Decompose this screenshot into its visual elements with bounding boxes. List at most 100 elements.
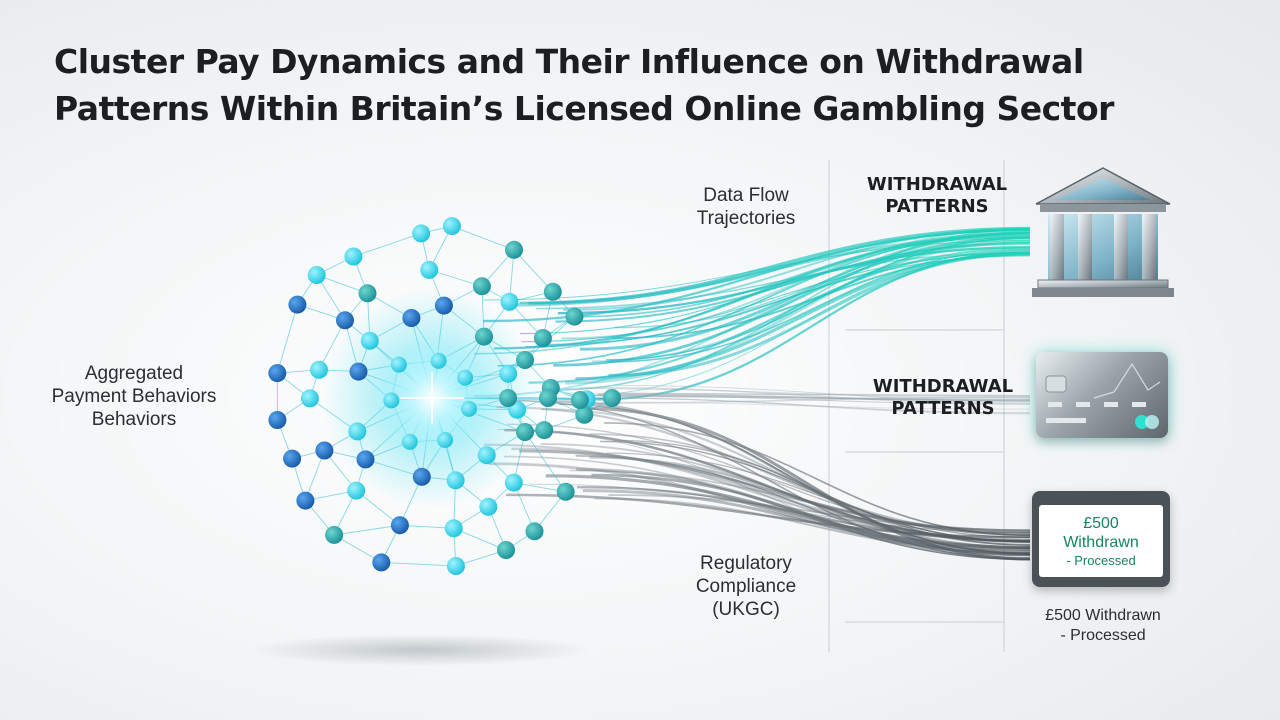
network-node: [497, 541, 515, 559]
network-node: [539, 389, 557, 407]
flow-trajectory: [592, 241, 1031, 363]
network-node: [505, 240, 523, 259]
network-nodes: [268, 217, 621, 575]
network-node: [525, 522, 544, 541]
network-node: [575, 405, 594, 424]
network-node: [533, 329, 552, 347]
network-node: [268, 411, 287, 429]
network-node: [499, 389, 517, 407]
network-node: [516, 351, 534, 369]
flow-trajectory: [591, 397, 1031, 415]
flow-trajectory: [483, 240, 1031, 301]
screen-amount: £500: [1083, 515, 1119, 532]
network-node: [268, 364, 287, 383]
caption-line-2: - Processed: [1060, 627, 1146, 644]
network-node: [603, 389, 621, 407]
network-node: [401, 433, 418, 450]
flow-trajectory: [579, 386, 1031, 405]
bank-building-icon: [1032, 167, 1174, 297]
flow-trajectory: [564, 388, 1031, 399]
network-node: [347, 481, 366, 500]
network-node: [296, 491, 315, 510]
page-title: Cluster Pay Dynamics and Their Influence…: [54, 38, 1234, 132]
network-edge: [451, 225, 515, 251]
flow-trajectory: [562, 227, 1031, 311]
screen-amount-label: Withdrawn: [1063, 534, 1139, 551]
aggregated-payment-label: Aggregated Payment Behaviors Behaviors: [51, 363, 217, 430]
network-node: [390, 516, 409, 535]
data-flow-label: Data Flow Trajectories: [696, 185, 796, 229]
flow-trajectory: [589, 394, 1031, 401]
flow-trajectory: [564, 394, 1031, 402]
core-sparkle: [400, 372, 464, 424]
network-node: [499, 364, 518, 383]
flow-trajectory: [555, 242, 1031, 323]
flow-trajectory: [613, 439, 1031, 546]
network-node: [336, 311, 354, 330]
network-node: [504, 473, 523, 492]
network-node: [434, 296, 453, 315]
network-node: [288, 295, 307, 314]
network-node: [430, 352, 447, 369]
flow-trajectory: [603, 392, 1031, 397]
flow-trajectory: [587, 397, 1031, 414]
network-node: [349, 362, 368, 381]
flow-trajectory: [507, 423, 1031, 536]
screen-status: - Processed: [1066, 553, 1136, 568]
network-node: [315, 441, 334, 460]
flow-trajectory: [596, 395, 1031, 405]
network-node: [565, 307, 584, 326]
network-edge: [334, 524, 400, 536]
network-edge: [429, 269, 483, 287]
flow-trajectory: [582, 489, 1031, 554]
network-node: [300, 389, 319, 408]
payment-card-icon: [1036, 352, 1168, 438]
network-node: [457, 369, 474, 386]
title-line-2: Patterns Within Britain’s Licensed Onlin…: [54, 89, 1114, 128]
network-node: [412, 467, 431, 486]
network-node: [412, 224, 431, 243]
network-node: [390, 356, 407, 373]
withdrawal-patterns-heading-top: WITHDRAWAL PATTERNS: [866, 174, 1008, 217]
network-edge: [276, 304, 298, 374]
network-shadow: [250, 634, 590, 666]
flow-trajectory: [567, 392, 1031, 397]
flow-trajectory: [536, 251, 1031, 310]
network-edge: [453, 527, 507, 551]
network-node: [348, 422, 367, 441]
network-node: [479, 497, 498, 516]
network-edge: [318, 320, 346, 370]
network-node: [325, 525, 344, 544]
withdrawal-screen-icon: £500 Withdrawn - Processed: [1032, 491, 1170, 587]
flow-trajectory: [488, 462, 1031, 552]
network-edge: [333, 534, 382, 563]
network-node: [446, 557, 465, 575]
network-node: [535, 421, 554, 440]
network-node: [344, 247, 363, 266]
flow-trajectory: [606, 452, 1031, 539]
flow-trajectory: [614, 235, 1031, 329]
flow-trajectory: [578, 469, 1031, 560]
network-node: [383, 392, 400, 409]
flow-trajectory: [519, 449, 1031, 534]
card-details: [1045, 362, 1161, 429]
withdrawal-caption: £500 Withdrawn - Processed: [1028, 606, 1178, 646]
network-node: [310, 360, 328, 379]
network-node: [571, 391, 589, 409]
withdrawal-screen-display: £500 Withdrawn - Processed: [1039, 505, 1163, 577]
caption-line-1: £500 Withdrawn: [1045, 607, 1161, 624]
network-node: [556, 482, 575, 501]
network-node: [372, 553, 391, 572]
network-node: [283, 449, 302, 468]
title-line-1: Cluster Pay Dynamics and Their Influence…: [54, 42, 1084, 81]
flow-trajectory: [597, 393, 1031, 402]
network-node: [543, 282, 562, 301]
network-node: [475, 327, 493, 346]
network-node: [437, 432, 454, 448]
withdrawal-patterns-heading-middle: WITHDRAWAL PATTERNS: [872, 376, 1014, 419]
network-edge: [353, 232, 422, 257]
flow-trajectory: [596, 250, 1031, 401]
network-node: [446, 471, 465, 490]
network-node: [360, 331, 379, 350]
